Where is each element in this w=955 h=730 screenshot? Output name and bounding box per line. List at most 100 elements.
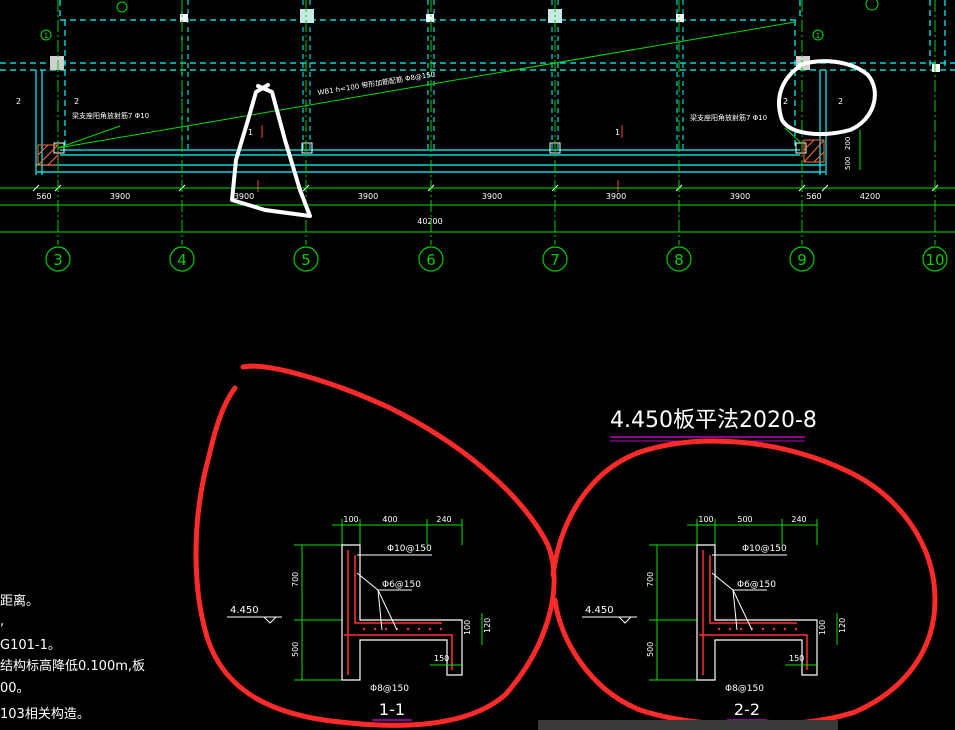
axis-bubble	[789, 246, 815, 272]
markup-circle	[777, 59, 877, 137]
dim-100: 100	[818, 620, 827, 635]
dim-700: 700	[646, 572, 655, 587]
left-notes: 距离。 , G101-1。 结构标高降低0.100m,板 00。 103相关构造…	[0, 593, 145, 722]
rebar-dot	[373, 627, 377, 631]
total-dimension: 40200	[417, 217, 442, 226]
elevation-triangle	[618, 616, 632, 624]
cut-mark-a: 1	[248, 128, 253, 137]
axis-bubble	[418, 246, 444, 272]
elevation-triangle	[263, 616, 277, 624]
leader	[732, 589, 738, 631]
rebar-dot	[761, 627, 765, 631]
rebar-label-top: Φ10@150	[387, 544, 432, 554]
dim-150: 150	[434, 654, 449, 663]
note-line-2: ,	[0, 614, 4, 629]
rebar-dot	[406, 627, 410, 631]
elevation-label: 4.450	[585, 605, 614, 616]
axis-label: 8	[674, 251, 684, 269]
section-mark-right-inner: 2	[783, 97, 788, 106]
rebar-label-mid: Φ6@150	[382, 580, 421, 590]
dim-tick	[821, 184, 829, 192]
right-dim-500: 500	[844, 157, 852, 170]
note-line-3: G101-1。	[0, 638, 61, 653]
highlight-right	[550, 438, 938, 728]
axis-label: 9	[797, 251, 807, 269]
axis-label: 7	[550, 251, 560, 269]
drawing-title: 4.450板平法2020-8	[610, 408, 817, 433]
axis-label: 4	[177, 251, 187, 269]
section-id: 1-1	[379, 700, 405, 719]
section-mark-right: 2	[838, 97, 843, 106]
rebar-dot	[417, 627, 421, 631]
dim-100: 100	[463, 620, 472, 635]
dim-500: 500	[646, 642, 655, 657]
dim-150: 150	[789, 654, 804, 663]
axis-label: 10	[925, 251, 944, 269]
note-line-6: 103相关构造。	[0, 707, 90, 722]
rebar-top	[709, 555, 797, 624]
dim-700: 700	[291, 572, 300, 587]
rebar-dot	[362, 627, 366, 631]
elevation-label: 4.450	[230, 605, 259, 616]
concrete-outline	[696, 544, 818, 681]
span-dimension: 3900	[606, 192, 626, 201]
rebar-dot	[728, 627, 732, 631]
section-mark-left-inner: 2	[74, 97, 79, 106]
note-line-4: 结构标高降低0.100m,板	[0, 658, 145, 674]
axis-bubble	[293, 246, 319, 272]
axis-label: 6	[426, 251, 436, 269]
dimension-lines	[0, 130, 955, 233]
top-dimension: 100	[343, 515, 358, 524]
rebar-label-bottom: Φ8@150	[370, 684, 409, 694]
red-highlight-markup	[193, 363, 938, 728]
rebar-dot	[794, 627, 798, 631]
top-dimension: 240	[791, 515, 806, 524]
span-dimension: 3900	[234, 192, 254, 201]
span-dimension: 3900	[482, 192, 502, 201]
rebar-label-mid: Φ6@150	[737, 580, 776, 590]
beam-note: WB1 h=100 带形加筋配筋 Φ8@150	[317, 69, 436, 96]
rebar-dot	[384, 627, 388, 631]
right-support-note: 梁支座阳角放射筋7 Φ10	[690, 113, 767, 122]
rebar-label-bottom: Φ8@150	[725, 684, 764, 694]
white-markup	[230, 59, 877, 218]
markup-triangle	[230, 83, 312, 218]
top-dimension: 400	[382, 515, 397, 524]
note-line-5: 00。	[0, 681, 30, 696]
dim-120: 120	[838, 618, 847, 633]
span-dimension: 560	[36, 192, 51, 201]
note-line-1: 距离。	[0, 593, 39, 609]
span-dimension: 3900	[358, 192, 378, 201]
span-dimension: 560	[806, 192, 821, 201]
scrollbar[interactable]	[538, 720, 838, 730]
rebar-dot	[772, 627, 776, 631]
rebar-dot	[717, 627, 721, 631]
left-support-note: 梁支座阳角放射筋7 Φ10	[72, 111, 149, 120]
right-dim-200: 200	[844, 137, 852, 150]
section-mark-left: 2	[16, 97, 21, 106]
span-dimension: 3900	[110, 192, 130, 201]
rebar-label-top: Φ10@150	[742, 544, 787, 554]
rebar-dot	[428, 627, 432, 631]
top-dimension: 240	[436, 515, 451, 524]
rebar-dot	[783, 627, 787, 631]
axis-label: 5	[301, 251, 311, 269]
highlight-left	[193, 363, 557, 728]
rebar-bottom	[699, 634, 808, 670]
concrete-outline	[341, 544, 463, 681]
section-id: 2-2	[734, 700, 760, 719]
cut-mark-b: 1	[615, 128, 620, 137]
axis-bubble-right-top: 1	[816, 32, 820, 40]
leader	[377, 589, 398, 631]
rebar-dot	[439, 627, 443, 631]
axis-bubble	[45, 246, 71, 272]
rebar-dot	[739, 627, 743, 631]
axis-bubble	[542, 246, 568, 272]
leader	[377, 589, 383, 631]
top-dimension: 500	[737, 515, 752, 524]
